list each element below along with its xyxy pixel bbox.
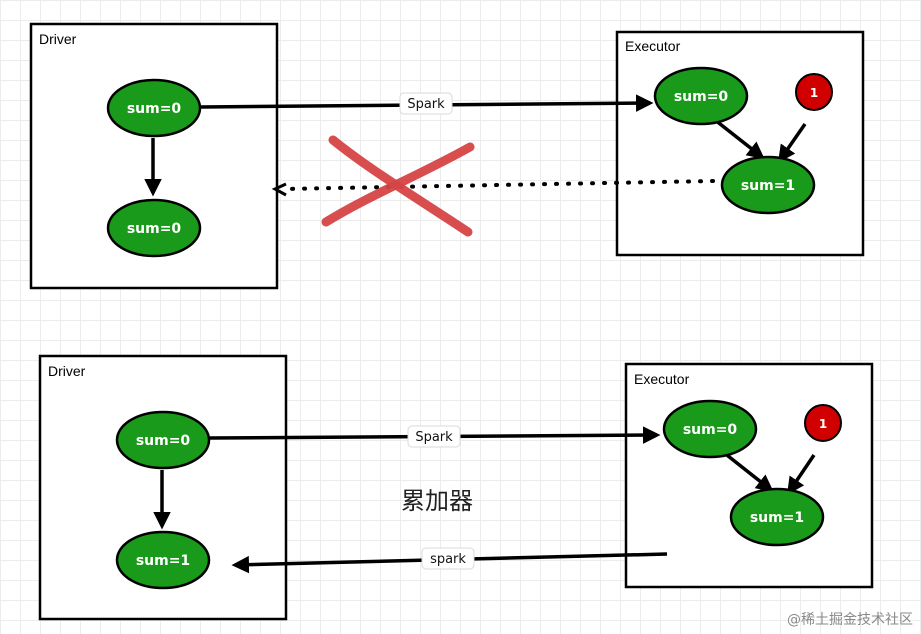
- top-executor-node-a-text: sum=0: [674, 89, 729, 105]
- top-executor-title: Executor: [625, 38, 681, 54]
- red-cross-mark: [321, 135, 475, 237]
- bottom-executor-sum-arrow: [721, 450, 774, 493]
- bottom-driver-node-b: sum=1: [115, 530, 211, 590]
- bottom-executor-node-a-text: sum=0: [683, 422, 738, 438]
- top-executor-box: Executor: [615, 30, 865, 257]
- bottom-driver-node-b-text: sum=1: [136, 553, 190, 569]
- top-diagram: Driver Executor Spark sum=0 sum=0: [29, 22, 865, 290]
- top-driver-node-a-text: sum=0: [127, 101, 182, 117]
- top-executor-node-a: sum=0: [653, 66, 749, 126]
- bottom-executor-node-b: sum=1: [729, 487, 825, 547]
- bottom-return-label: spark: [421, 547, 475, 570]
- bottom-diagram: Driver Executor Spark spark sum=0 sum: [38, 354, 874, 621]
- bottom-badge-arrow: [787, 454, 816, 495]
- bottom-driver-node-a-text: sum=0: [136, 433, 191, 449]
- bottom-forward-label-text: Spark: [415, 430, 453, 445]
- top-executor-node-b: sum=1: [720, 155, 816, 215]
- top-executor-frame: [615, 30, 865, 257]
- bottom-return-label-text: spark: [430, 552, 466, 567]
- top-forward-label: Spark: [399, 92, 453, 115]
- top-driver-node-b: sum=0: [106, 198, 202, 258]
- top-dotted-return-line: [280, 179, 715, 191]
- bottom-executor-node-b-text: sum=1: [750, 510, 804, 526]
- bottom-executor-box: Executor: [624, 362, 874, 589]
- bottom-driver-title: Driver: [48, 363, 86, 379]
- accumulator-caption: 累加器: [401, 487, 473, 515]
- top-executor-badge: 1: [795, 73, 833, 111]
- top-forward-label-text: Spark: [407, 97, 445, 112]
- bottom-executor-badge-text: 1: [819, 417, 827, 431]
- top-executor-badge-text: 1: [810, 86, 818, 100]
- bottom-executor-title: Executor: [634, 371, 690, 387]
- top-driver-node-a: sum=0: [106, 78, 202, 138]
- bottom-executor-frame: [624, 362, 874, 589]
- bottom-forward-label: Spark: [407, 425, 461, 448]
- top-badge-arrow: [778, 123, 807, 163]
- top-executor-node-b-text: sum=1: [741, 178, 795, 194]
- bottom-driver-node-a: sum=0: [115, 410, 211, 470]
- top-driver-title: Driver: [39, 31, 77, 47]
- bottom-executor-node-a: sum=0: [662, 399, 758, 459]
- bottom-executor-badge: 1: [804, 404, 842, 442]
- top-executor-sum-arrow: [713, 118, 765, 160]
- top-dotted-return-arrowhead: [271, 182, 287, 197]
- top-driver-node-b-text: sum=0: [127, 221, 182, 237]
- watermark: @稀土掘金技术社区: [787, 612, 913, 628]
